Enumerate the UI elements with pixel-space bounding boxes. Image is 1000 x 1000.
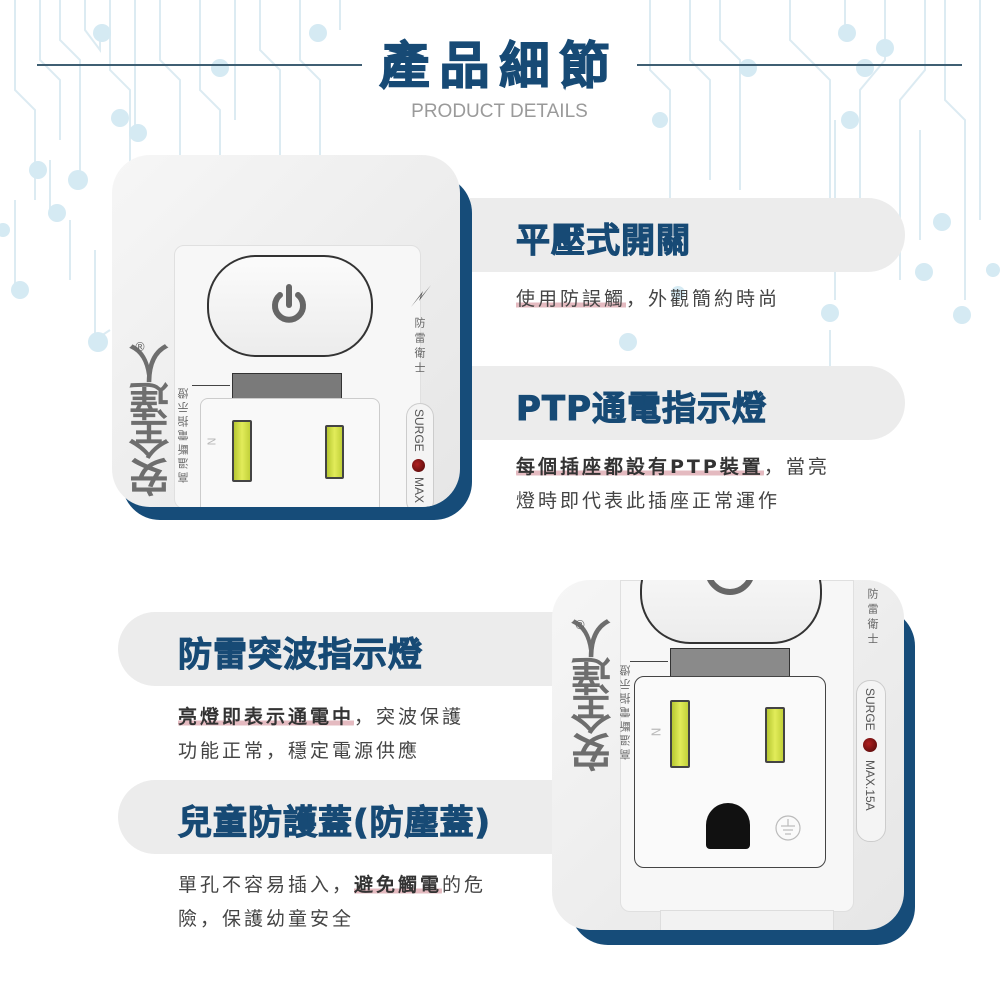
desc-line-2: 險，保護幼童安全 (178, 908, 355, 930)
desc-highlight: 每個插座都設有PTP裝置 (516, 456, 764, 478)
desc-highlight: 避免觸電 (354, 874, 443, 896)
dust-cover-tab (660, 910, 834, 930)
desc-text: 的危 (442, 874, 487, 896)
page-title: 產品細節 (379, 36, 620, 96)
outlet-slot-neutral (670, 700, 690, 768)
brand-logo: 安全達人 (572, 620, 618, 772)
card-face: N 安全達人 ® 高溫斷電指示燈 防雷衛士 SURGE MAX (112, 155, 460, 507)
guard-label: 防雷衛士 (866, 588, 879, 648)
outlet-slot-neutral (232, 420, 252, 482)
outlet-slot-live (765, 707, 785, 763)
desc-text: ，外觀簡約時尚 (626, 288, 781, 310)
surge-label-pill (406, 403, 434, 507)
power-button (640, 580, 822, 644)
desc-highlight: 亮燈即表示通電中 (178, 706, 355, 728)
max-label: MAX (412, 477, 426, 504)
feature-title-flat-switch: 平壓式開關 (516, 221, 691, 262)
desc-line-2: 功能正常，穩定電源供應 (178, 740, 421, 762)
power-button (207, 255, 373, 357)
power-icon (272, 284, 306, 323)
ptp-indicator-light (670, 648, 790, 678)
product-image-switch: N 安全達人 ® 高溫斷電指示燈 防雷衛士 SURGE MAX (112, 155, 472, 525)
page-subtitle: PRODUCT DETAILS (411, 101, 588, 122)
feature-pill-3 (118, 612, 558, 686)
surge-indicator-light (863, 738, 877, 752)
brand-logo: 安全達人 (130, 345, 176, 497)
desc-text: ，當亮 (763, 456, 830, 478)
surge-label: SURGE (863, 688, 877, 731)
outlet-ground-hole (706, 803, 750, 849)
ground-icon (775, 815, 801, 841)
registered-mark: ® (134, 340, 146, 354)
desc-highlight: 使用防誤觸 (516, 288, 627, 310)
desc-line-2: 燈時即代表此插座正常運作 (516, 490, 781, 512)
surge-label: SURGE (412, 409, 426, 452)
indicator-pointer-line (192, 385, 230, 386)
outlet-face (200, 398, 380, 507)
surge-label-pill (856, 680, 886, 842)
outlet-slot-live (325, 425, 344, 479)
circuit-background (0, 0, 1000, 370)
indicator-label: 高溫斷電指示燈 (177, 385, 190, 483)
max-label: MAX.15A (863, 760, 877, 811)
feature-desc-surge-indicator: 亮燈即表示通電中，突波保護 功能正常，穩定電源供應 (178, 700, 464, 768)
feature-pill-4 (118, 780, 558, 854)
lightning-icon (411, 285, 431, 307)
feature-desc-child-cover: 單孔不容易插入，避免觸電的危 險，保護幼童安全 (178, 868, 486, 936)
registered-mark: ® (574, 618, 586, 632)
feature-pill-2 (470, 366, 905, 440)
feature-title-child-cover: 兒童防護蓋(防塵蓋) (177, 803, 492, 844)
indicator-pointer-line (630, 661, 668, 662)
product-image-outlet: N 安全達人 ® 高溫斷電指示燈 防雷衛士 SURGE MAX.15A (552, 580, 922, 950)
neutral-mark: N (648, 727, 663, 737)
feature-pill-1 (470, 198, 905, 272)
surge-indicator-light (412, 459, 425, 472)
feature-title-surge-indicator: 防雷突波指示燈 (178, 635, 423, 676)
feature-desc-ptp-indicator: 每個插座都設有PTP裝置，當亮 燈時即代表此插座正常運作 (516, 450, 830, 518)
desc-text-pre: 單孔不容易插入， (178, 874, 355, 896)
card-face: N 安全達人 ® 高溫斷電指示燈 防雷衛士 SURGE MAX.15A (552, 580, 904, 930)
guard-label: 防雷衛士 (413, 317, 426, 377)
feature-title-ptp-indicator: PTP通電指示燈 (515, 389, 768, 430)
power-icon (707, 580, 753, 595)
neutral-mark: N (204, 437, 218, 446)
indicator-label: 高溫斷電指示燈 (619, 662, 632, 760)
header-divider-right (637, 64, 962, 66)
desc-text: ，突波保護 (354, 706, 465, 728)
feature-desc-flat-switch: 使用防誤觸，外觀簡約時尚 (516, 282, 780, 316)
header-divider-left (37, 64, 362, 66)
